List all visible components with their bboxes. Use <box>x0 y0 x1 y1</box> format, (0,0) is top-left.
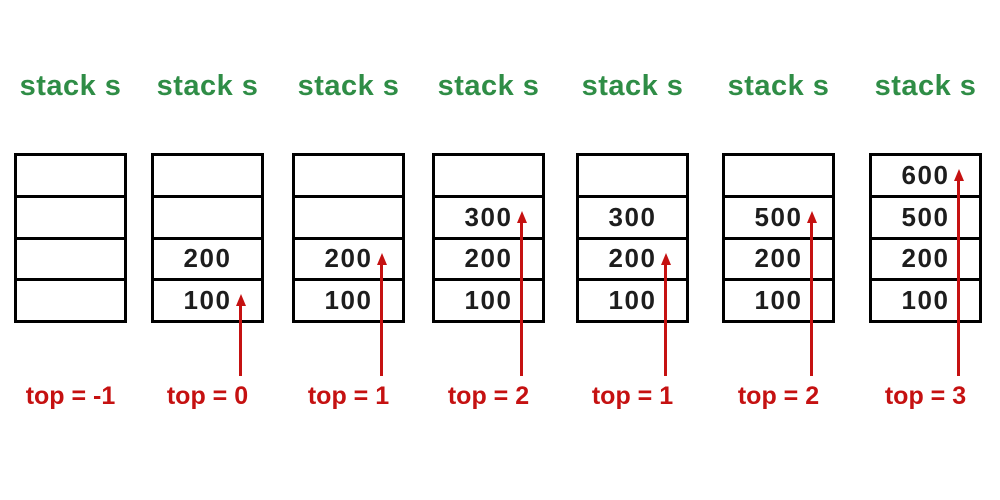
top-pointer-arrow <box>376 252 387 376</box>
arrow-head-icon <box>516 210 527 223</box>
stack-cell: 100 <box>608 285 657 316</box>
top-pointer-arrow <box>806 210 817 376</box>
top-pointer-label: top = 1 <box>591 382 674 410</box>
stack-cell: 300 <box>579 198 686 240</box>
stack-cell: 200 <box>872 240 979 282</box>
stack-cell <box>295 198 402 240</box>
top-pointer-label: top = -1 <box>25 382 116 410</box>
arrow-head-icon <box>953 169 964 181</box>
stack-cell: 600 <box>872 156 979 198</box>
stack-cell: 500 <box>725 198 832 240</box>
top-pointer-label: top = 3 <box>884 382 967 410</box>
arrow-head-icon <box>660 252 671 265</box>
arrow-line <box>380 262 383 376</box>
arrow-line <box>810 220 813 376</box>
stack-title: stack s <box>437 70 540 102</box>
stack-cell: 100 <box>324 285 373 316</box>
top-pointer-label: top = 2 <box>737 382 820 410</box>
arrow-head-icon <box>376 252 387 265</box>
stack-cell: 100 <box>901 285 950 316</box>
top-pointer-label: top = 0 <box>166 382 249 410</box>
stack-cell: 200 <box>154 240 261 282</box>
stack-cell: 500 <box>872 198 979 240</box>
arrow-line <box>520 220 523 376</box>
stack-cell <box>154 198 261 240</box>
top-pointer-arrow <box>516 210 527 376</box>
stack-cell <box>725 156 832 198</box>
stack-cell <box>17 240 124 282</box>
stack-cell: 200 <box>725 240 832 282</box>
stack-cell <box>435 156 542 198</box>
top-pointer-arrow <box>235 294 246 376</box>
stack-box <box>14 153 127 323</box>
stack-cell <box>17 156 124 198</box>
stack-cell: 100 <box>464 285 513 316</box>
stack-cell <box>154 156 261 198</box>
stack-cell: 100 <box>754 285 803 316</box>
arrow-head-icon <box>235 294 246 307</box>
arrow-head-icon <box>806 210 817 223</box>
stack-title: stack s <box>19 70 122 102</box>
stack-cell <box>17 198 124 240</box>
stack-cell <box>295 156 402 198</box>
stack-cell: 300 <box>435 198 542 240</box>
stack-cell: 200 <box>579 240 686 282</box>
arrow-line <box>239 304 242 376</box>
stack-title: stack s <box>581 70 684 102</box>
top-pointer-label: top = 1 <box>307 382 390 410</box>
stack-title: stack s <box>874 70 977 102</box>
stack-title: stack s <box>156 70 259 102</box>
stack-column: stack s top = -1 <box>14 60 127 420</box>
stack-cell: 100 <box>183 285 232 316</box>
arrow-line <box>664 262 667 376</box>
stack-cell: 200 <box>295 240 402 282</box>
stack-title: stack s <box>297 70 400 102</box>
top-pointer-label: top = 2 <box>447 382 530 410</box>
top-pointer-arrow <box>953 169 964 376</box>
stack-cell: 200 <box>435 240 542 282</box>
stack-cell <box>579 156 686 198</box>
top-pointer-arrow <box>660 252 671 376</box>
stack-title: stack s <box>727 70 830 102</box>
arrow-line <box>957 179 960 376</box>
stack-cell <box>17 281 124 320</box>
